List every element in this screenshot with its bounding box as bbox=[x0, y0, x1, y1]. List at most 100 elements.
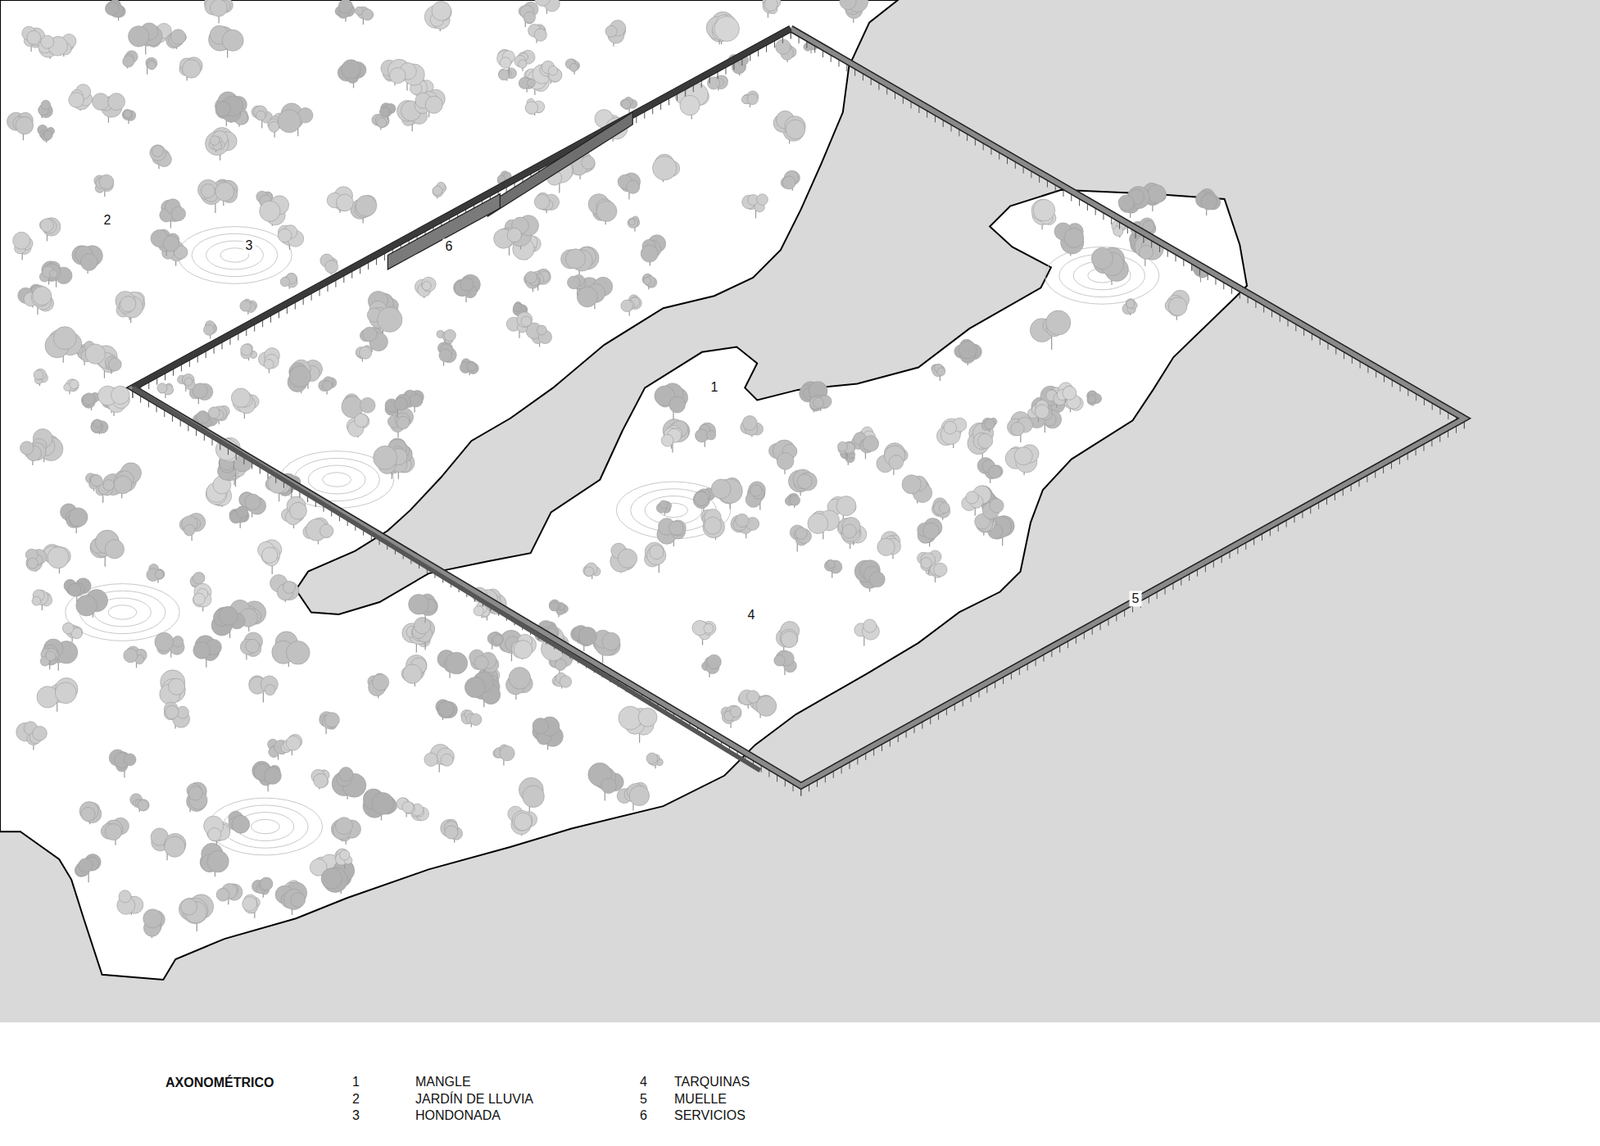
tree bbox=[318, 376, 337, 395]
tree bbox=[807, 510, 840, 540]
tree bbox=[108, 749, 136, 778]
tree bbox=[6, 112, 33, 141]
tree bbox=[440, 819, 463, 843]
callout-number: 6 bbox=[443, 238, 456, 254]
tree bbox=[208, 135, 225, 153]
tree bbox=[157, 383, 174, 399]
tree bbox=[583, 562, 601, 580]
tree bbox=[642, 273, 658, 290]
tree bbox=[192, 583, 212, 612]
tree bbox=[128, 22, 164, 55]
tree bbox=[13, 231, 33, 260]
tree bbox=[738, 689, 760, 709]
tree bbox=[249, 675, 279, 703]
tree bbox=[931, 498, 950, 521]
tree bbox=[605, 20, 626, 47]
tree bbox=[39, 217, 61, 242]
tree bbox=[281, 734, 303, 757]
tree bbox=[775, 621, 799, 651]
tree bbox=[936, 417, 966, 449]
drawing-title: AXONOMÉTRICO bbox=[165, 1074, 274, 1091]
tree bbox=[320, 253, 339, 275]
tree bbox=[435, 699, 458, 721]
tree bbox=[277, 225, 304, 250]
tree bbox=[774, 650, 797, 676]
tree bbox=[39, 266, 58, 286]
tree bbox=[38, 99, 54, 118]
legend-text: HONDONADA bbox=[415, 1107, 501, 1124]
tree bbox=[692, 620, 717, 645]
tree bbox=[982, 498, 1004, 522]
tree bbox=[72, 245, 103, 274]
tree bbox=[1118, 185, 1150, 218]
tree bbox=[701, 508, 726, 540]
tree bbox=[780, 170, 800, 191]
tree bbox=[506, 312, 532, 339]
tree bbox=[31, 589, 53, 611]
tree bbox=[824, 560, 842, 579]
contour-line bbox=[191, 233, 278, 277]
tree bbox=[931, 364, 946, 382]
tree bbox=[773, 110, 806, 144]
tree bbox=[208, 25, 245, 58]
tree bbox=[16, 721, 48, 751]
tree bbox=[123, 646, 147, 668]
tree bbox=[742, 194, 769, 219]
tree bbox=[839, 0, 869, 23]
contour-line bbox=[250, 819, 280, 834]
tree bbox=[211, 606, 245, 639]
tree bbox=[203, 321, 218, 340]
boardwalk bbox=[132, 28, 1465, 786]
tree bbox=[511, 634, 536, 660]
tree bbox=[252, 761, 282, 792]
tree bbox=[104, 0, 126, 21]
tree bbox=[25, 548, 46, 572]
tree bbox=[1005, 444, 1039, 476]
tree bbox=[620, 294, 642, 317]
tree bbox=[917, 550, 943, 575]
tree bbox=[287, 362, 311, 394]
tree bbox=[331, 766, 367, 799]
tree bbox=[593, 630, 621, 663]
tree bbox=[459, 358, 479, 376]
tree bbox=[1087, 390, 1102, 407]
tree bbox=[1122, 299, 1138, 316]
tree bbox=[367, 300, 403, 333]
tree bbox=[166, 29, 187, 50]
tree bbox=[45, 326, 82, 363]
tree bbox=[523, 271, 540, 292]
tree bbox=[518, 777, 544, 812]
contour-lines bbox=[65, 226, 1160, 856]
tree bbox=[627, 216, 640, 232]
tree bbox=[506, 667, 534, 700]
tree bbox=[42, 543, 71, 574]
tree bbox=[258, 539, 282, 575]
tree bbox=[319, 711, 340, 735]
tree bbox=[346, 413, 370, 439]
tree bbox=[838, 516, 861, 545]
tree bbox=[60, 503, 88, 534]
tree bbox=[90, 530, 124, 567]
tree bbox=[94, 174, 114, 197]
boardwalk-piles bbox=[132, 28, 1465, 797]
deck bbox=[132, 28, 1465, 786]
tree bbox=[199, 843, 229, 877]
tree bbox=[588, 762, 624, 801]
tree bbox=[741, 90, 759, 108]
tree bbox=[437, 650, 468, 679]
contour-line bbox=[108, 605, 137, 620]
tree bbox=[539, 60, 563, 84]
tree bbox=[115, 291, 144, 324]
tree bbox=[745, 481, 766, 511]
tree bbox=[36, 678, 78, 712]
tree bbox=[154, 632, 185, 658]
legend-text: TARQUINAS bbox=[674, 1074, 750, 1090]
contour-line bbox=[308, 465, 366, 495]
tree bbox=[525, 98, 545, 116]
callout-number: 4 bbox=[745, 607, 758, 623]
tree bbox=[280, 272, 298, 289]
tree bbox=[437, 342, 457, 367]
tree bbox=[408, 593, 439, 623]
contour-line bbox=[322, 472, 352, 487]
